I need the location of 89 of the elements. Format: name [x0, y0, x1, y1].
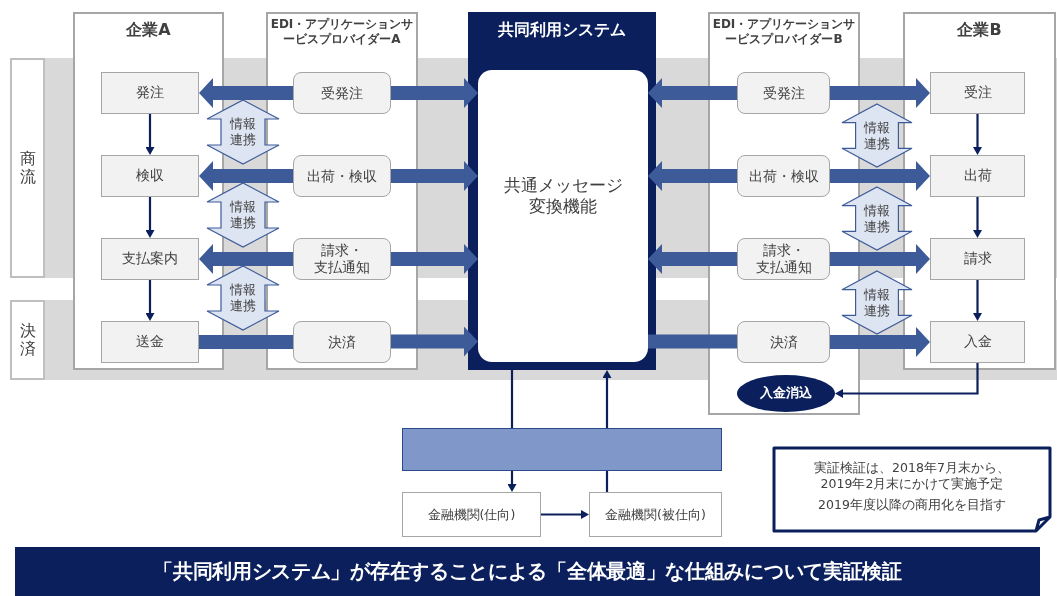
- node-label: 決済: [19, 322, 36, 358]
- node-label: 発注: [136, 84, 164, 102]
- panel-title: 企業B: [957, 20, 1002, 40]
- arrow: [145, 280, 155, 321]
- arrow: [835, 363, 979, 398]
- block-arrow: [648, 244, 737, 274]
- provider-panel: [266, 12, 418, 370]
- arrow: [541, 510, 589, 519]
- flow-band-label: [10, 58, 45, 278]
- node-label: 出荷: [963, 167, 992, 185]
- arrow: [973, 197, 982, 238]
- connector: [605, 471, 609, 492]
- process-box: [930, 155, 1025, 197]
- node-label: 情報連携: [863, 119, 891, 152]
- provider-panel: [708, 12, 860, 415]
- node-label: 支払案内: [122, 250, 178, 268]
- process-box: [737, 155, 830, 197]
- node-label: 金融機関(仕向): [427, 506, 516, 523]
- node-label: 送金: [136, 333, 164, 351]
- company-panel: [903, 12, 1056, 370]
- process-box: [293, 72, 391, 114]
- process-box: [589, 492, 722, 537]
- node-label: 受発注: [761, 84, 806, 102]
- system-panel: [468, 12, 656, 370]
- panel-title: EDI・アプリケーションサービスプロバイダーA: [269, 17, 415, 47]
- node-label: 入金消込: [760, 385, 812, 402]
- process-box: [101, 72, 199, 114]
- node-label: 入金: [963, 333, 992, 351]
- flow-band-label: [10, 300, 45, 380]
- process-box: [293, 238, 391, 280]
- node-label: 情報連携: [229, 282, 257, 314]
- process-box: [930, 238, 1025, 280]
- node-label: 商流: [19, 150, 36, 186]
- node-label: 出荷・検収: [747, 167, 820, 185]
- block-arrow: [830, 327, 930, 357]
- block-arrow: [830, 161, 930, 191]
- block-arrow: [391, 244, 478, 274]
- node-label: 請求・支払通知: [313, 242, 371, 276]
- process-box: [930, 72, 1025, 114]
- block-connector: [199, 335, 293, 349]
- process-box: [930, 321, 1025, 363]
- block-connector: [648, 334, 737, 349]
- note-text: 実証検証は、2018年7月末から、2019年2月末にかけて実施予定: [813, 460, 1011, 492]
- block-arrow: [830, 244, 930, 274]
- block-arrow: [391, 326, 478, 357]
- node-label: 金融機関(被仕向): [605, 506, 706, 523]
- process-box: [293, 321, 391, 363]
- function-box: [478, 70, 648, 362]
- node-label: 出荷・検収: [306, 167, 378, 185]
- node-label: 決済: [768, 333, 799, 351]
- node-label: 情報連携: [229, 116, 257, 148]
- node-label: 情報連携: [863, 202, 891, 235]
- panel-title: 企業A: [126, 20, 171, 40]
- caption-banner: 「共同利用システム」が存在することによる「全体最適」な仕組みについて実証検証: [15, 547, 1040, 596]
- process-box: [101, 155, 199, 197]
- node-label: 検収: [136, 167, 164, 185]
- process-box: [737, 72, 830, 114]
- node-label: 共通メッセージ変換機能: [502, 174, 624, 218]
- panel-title: 共同利用システム: [498, 20, 626, 40]
- process-box: [101, 321, 199, 363]
- process-box: [293, 155, 391, 197]
- node-label: 決済: [327, 333, 357, 351]
- process-box: [737, 321, 830, 363]
- block-arrow: [830, 78, 930, 108]
- block-arrow: [648, 78, 737, 108]
- node-label: 請求: [963, 250, 992, 268]
- block-arrow: [199, 78, 293, 108]
- connector: [510, 370, 514, 428]
- panel-title: EDI・アプリケーションサービスプロバイダーB: [711, 17, 857, 47]
- process-box: [737, 238, 830, 280]
- node-label: 受注: [963, 84, 992, 102]
- arrow: [602, 370, 612, 428]
- block-arrow: [391, 161, 478, 191]
- block-arrow: [391, 78, 478, 108]
- node-label: 情報連携: [863, 286, 891, 319]
- node-label: 請求・支払通知: [754, 242, 813, 276]
- block-arrow: [648, 161, 737, 191]
- arrow: [145, 114, 155, 155]
- node-label: 受発注: [320, 84, 364, 102]
- node-label: 情報連携: [229, 199, 257, 231]
- arrow: [145, 197, 155, 238]
- process-box: [402, 492, 541, 537]
- note-text: 2019年度以降の商用化を目指す: [817, 497, 1007, 513]
- network-bar: [402, 428, 722, 471]
- process-box: [101, 238, 199, 280]
- arrow: [507, 471, 517, 492]
- arrow: [973, 114, 982, 155]
- arrow: [973, 280, 982, 321]
- company-panel: [73, 12, 224, 370]
